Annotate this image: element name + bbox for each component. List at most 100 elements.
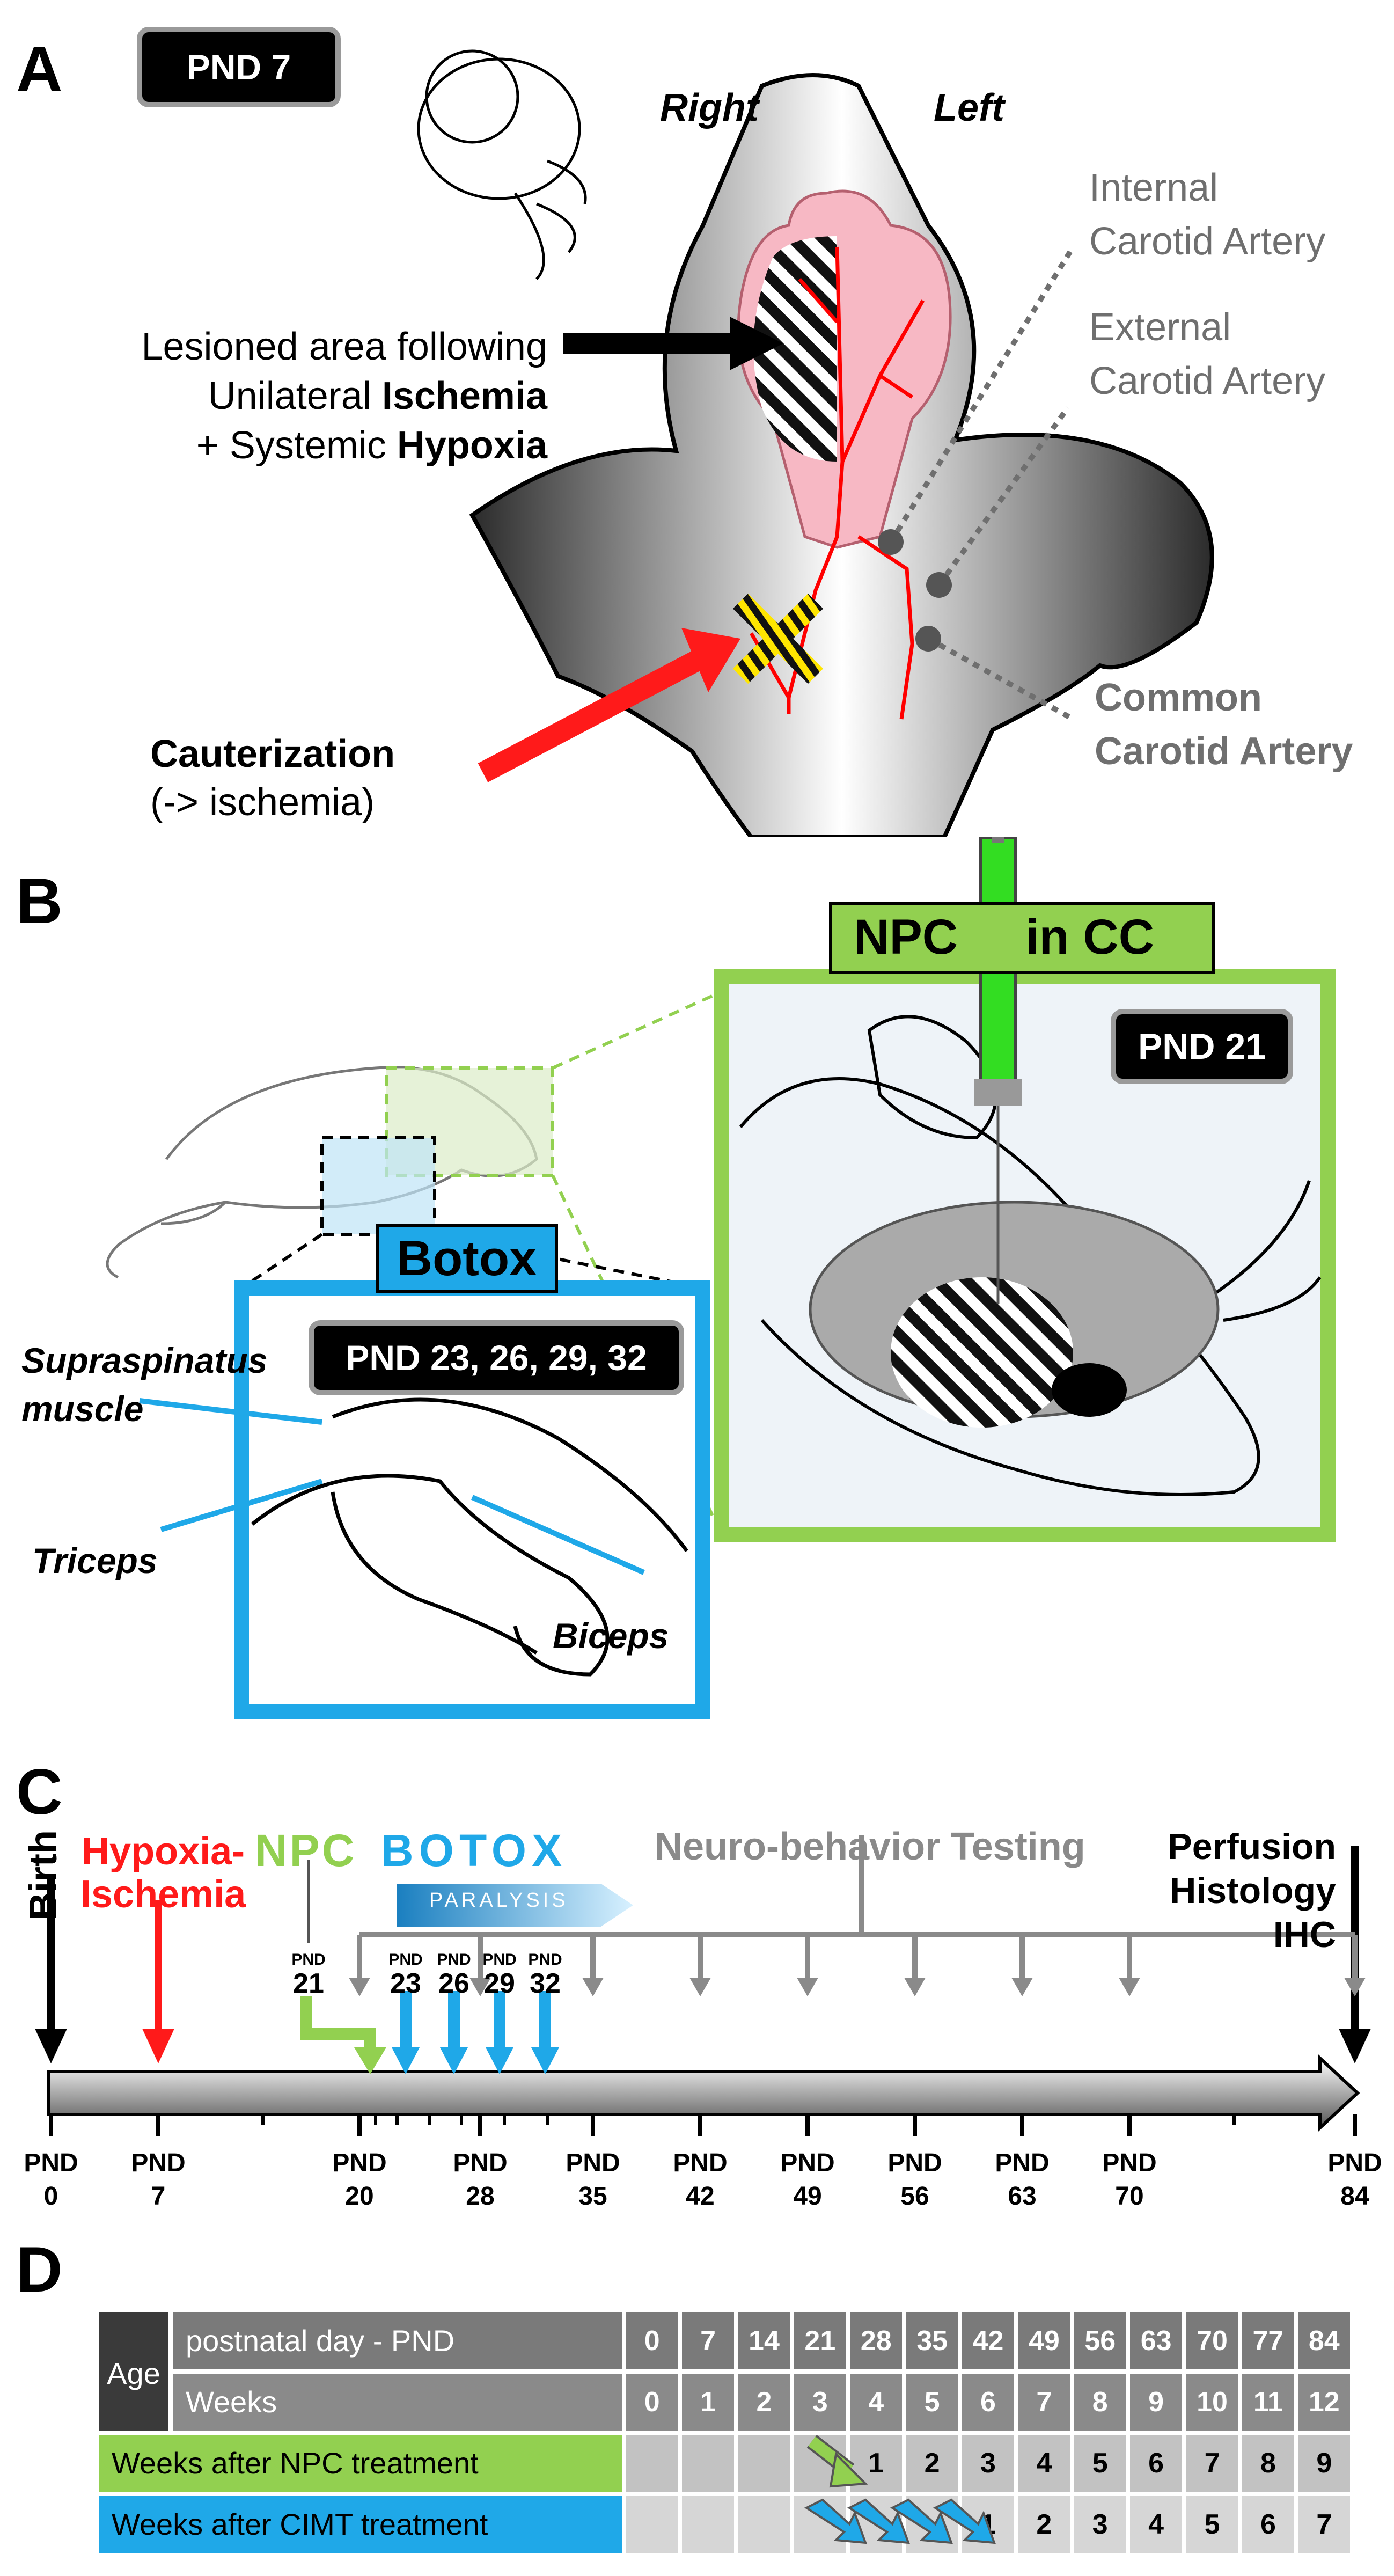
table-cell: 7 (1016, 2372, 1073, 2433)
timeline-bar (47, 2054, 1360, 2132)
table-cell: 4 (1016, 2433, 1073, 2494)
age-table: Age postnatal day - PND Weeks Weeks afte… (97, 2310, 1352, 2560)
neuro-testing-label: Neuro-behavior Testing (655, 1825, 1085, 1868)
npc-start-arrow-icon (806, 2435, 868, 2488)
triceps-label: Triceps (32, 1541, 158, 1580)
hypoxia-ischemia-label: Hypoxia-Ischemia (80, 1830, 246, 1916)
row-label-npc: Weeks after NPC treatment (97, 2433, 624, 2494)
table-cell: 21 (792, 2310, 848, 2372)
table-cell: 8 (1240, 2433, 1296, 2494)
table-arrows (804, 2435, 996, 2544)
table-cell: 6 (960, 2372, 1016, 2433)
pnd7-tag: PND 7 (137, 27, 341, 107)
rat-head-sketch (739, 1015, 1322, 1496)
in-cc-label: in CC (1025, 910, 1155, 964)
table-cell: 0 (624, 2310, 680, 2372)
table-cell: 10 (1184, 2372, 1241, 2433)
table-cell: 5 (904, 2372, 960, 2433)
table-cell: 5 (1184, 2494, 1241, 2555)
table-cell: 11 (1240, 2372, 1296, 2433)
table-cell: 7 (1184, 2433, 1241, 2494)
table-cell: 7 (1296, 2494, 1352, 2555)
timeline (35, 1835, 1371, 2136)
pup-sketch-icon (417, 49, 587, 280)
botox-timeline-label: BOTOX (381, 1825, 568, 1876)
cimt-arrows-icon (804, 2498, 996, 2544)
panel-a-illustration (417, 49, 1214, 837)
table-cell (624, 2494, 680, 2555)
table-cell: 84 (1296, 2310, 1352, 2372)
table-cell: 6 (1128, 2433, 1184, 2494)
arteries (749, 246, 925, 720)
left-label: Left (934, 86, 1004, 129)
table-cell (736, 2433, 793, 2494)
table-cell: 8 (1072, 2372, 1128, 2433)
table-cell: 14 (736, 2310, 793, 2372)
arm-sketch (251, 1397, 688, 1677)
cauterization-mark (732, 593, 824, 684)
cauterization-label: Cauterization (-> ischemia) (150, 733, 395, 824)
lesion-description: Lesioned area following Unilateral Ische… (141, 325, 547, 467)
table-cell: 77 (1240, 2310, 1296, 2372)
npc-label-box: NPC in CC (829, 902, 1215, 974)
table-cell: 1 (680, 2372, 736, 2433)
npc-label: NPC (854, 910, 958, 964)
botox-syringes (139, 1398, 645, 1575)
lesion-area (753, 236, 837, 462)
table-cell (736, 2494, 793, 2555)
biceps-label: Biceps (553, 1616, 669, 1656)
table-cell: 2 (904, 2433, 960, 2494)
table-cell: 5 (1072, 2433, 1128, 2494)
table-cell: 2 (736, 2372, 793, 2433)
table-cell: 49 (1016, 2310, 1073, 2372)
table-cell: 0 (624, 2372, 680, 2433)
cauterization-arrow (478, 650, 703, 782)
table-cell: 2 (1016, 2494, 1073, 2555)
table-cell: 4 (848, 2372, 904, 2433)
table-cell: 7 (680, 2310, 736, 2372)
npc-lesion (891, 1277, 1073, 1428)
row-label-pnd: postnatal day - PND (171, 2310, 624, 2372)
table-cell: 28 (848, 2310, 904, 2372)
table-cell: 35 (904, 2310, 960, 2372)
table-cell: 12 (1296, 2372, 1352, 2433)
botox-label: Botox (376, 1224, 558, 1293)
right-label: Right (660, 86, 759, 129)
panel-c-letter: C (16, 1756, 63, 1828)
table-cell (680, 2494, 736, 2555)
table-cell: 9 (1128, 2372, 1184, 2433)
table-cell: 42 (960, 2310, 1016, 2372)
shoulder-region-box (320, 1136, 436, 1236)
botox-days-tag: PND 23, 26, 29, 32 (309, 1320, 684, 1395)
birth-label: Birth (22, 1830, 65, 1920)
table-cell: 9 (1296, 2433, 1352, 2494)
table-cell: 56 (1072, 2310, 1128, 2372)
pnd21-tag: PND 21 (1111, 1009, 1293, 1084)
table-cell: 63 (1128, 2310, 1184, 2372)
row-label-cimt: Weeks after CIMT treatment (97, 2494, 624, 2555)
npc-timeline-label: NPC (255, 1825, 357, 1876)
panel-b-illustration (106, 837, 1336, 1719)
panel-d-letter: D (16, 2234, 63, 2306)
table-cell: 3 (792, 2372, 848, 2433)
row-label-weeks: Weeks (171, 2372, 624, 2433)
